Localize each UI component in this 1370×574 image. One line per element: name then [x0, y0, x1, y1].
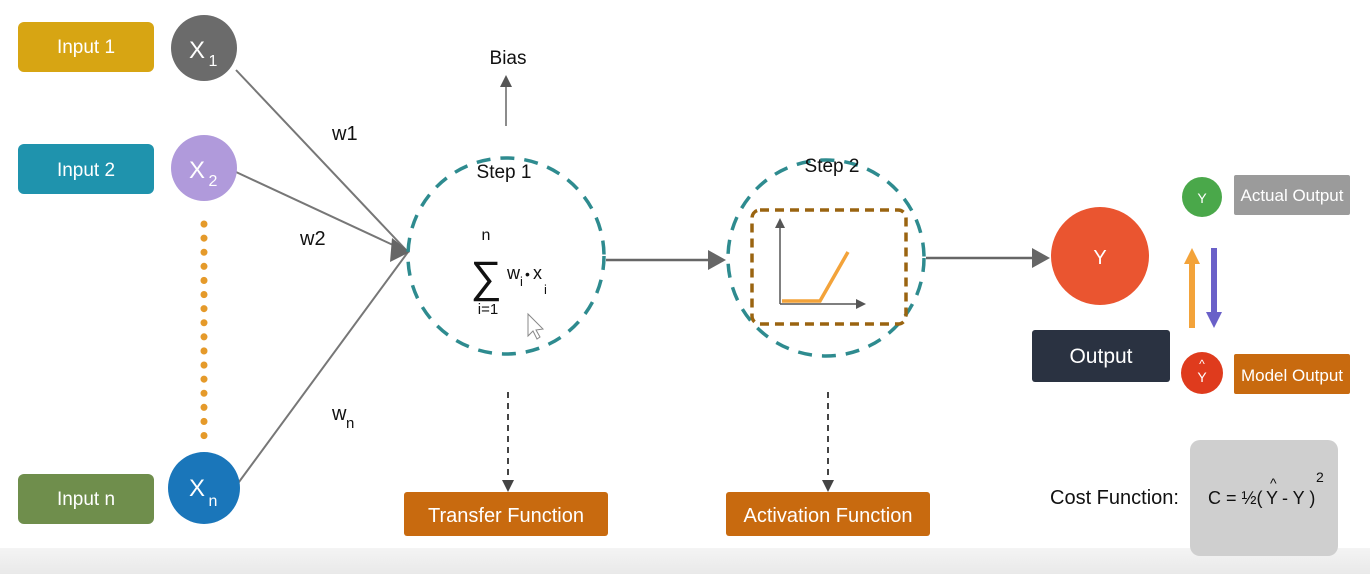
- weight-label-wn: w n: [331, 403, 354, 432]
- output-box: Output: [1032, 330, 1170, 382]
- svg-text:Y: Y: [1197, 369, 1207, 385]
- input-box-1: Input 1: [18, 22, 154, 72]
- cursor-icon: [527, 312, 545, 340]
- weight-line-n: [235, 251, 409, 487]
- svg-text:n: n: [482, 227, 491, 244]
- bias-label: Bias: [490, 48, 527, 69]
- input-box-n: Input n: [18, 474, 154, 524]
- model-output-node: ^ Y: [1181, 352, 1223, 394]
- feedback-down-arrow: [1206, 248, 1222, 328]
- actual-output-node: Y: [1182, 177, 1222, 217]
- node-x1: X 1: [171, 15, 237, 81]
- feedback-up-arrow: [1184, 248, 1200, 328]
- bottom-strip: [0, 548, 1370, 574]
- step2-title: Step 2: [805, 156, 860, 177]
- svg-text:X: X: [189, 157, 205, 184]
- actual-output-box: Actual Output: [1234, 175, 1350, 215]
- svg-text:∑: ∑: [470, 253, 501, 302]
- output-node: Y: [1051, 207, 1149, 305]
- weight-label-w2: w2: [299, 228, 326, 250]
- svg-text:i=1: i=1: [478, 301, 498, 318]
- node-x2: X 2: [171, 135, 237, 201]
- svg-text:Model Output: Model Output: [1241, 366, 1343, 385]
- svg-text:X: X: [189, 37, 205, 64]
- weight-line-2: [235, 171, 409, 253]
- sum-formula: n ∑ i=1 w i • x i: [470, 227, 547, 318]
- svg-text:Transfer Function: Transfer Function: [428, 505, 584, 527]
- svg-text:1: 1: [209, 53, 218, 70]
- svg-text:i: i: [544, 282, 547, 297]
- activation-function-box: Activation Function: [726, 492, 930, 536]
- svg-text:w: w: [506, 263, 521, 283]
- svg-text:w: w: [331, 403, 347, 425]
- svg-text:2: 2: [209, 173, 218, 190]
- svg-text:x: x: [533, 263, 542, 283]
- cost-function-label: Cost Function:: [1050, 487, 1179, 509]
- svg-text:C = ½(: C = ½(: [1208, 488, 1263, 508]
- activation-graph-box: [750, 208, 908, 326]
- weight-label-w1: w1: [331, 123, 358, 145]
- svg-text:i: i: [520, 274, 523, 289]
- weights-arrowhead: [390, 238, 410, 262]
- svg-text:Output: Output: [1069, 345, 1132, 368]
- svg-text:Activation Function: Activation Function: [744, 505, 913, 527]
- svg-text:Y: Y: [1197, 190, 1207, 206]
- svg-text:•: •: [525, 266, 530, 282]
- step1-title: Step 1: [477, 162, 532, 183]
- step1-circle: [406, 156, 606, 356]
- cost-formula-box: C = ½( ^ Y - Y ) 2: [1190, 440, 1338, 556]
- node-xn: X n: [168, 452, 240, 524]
- svg-text:Y: Y: [1093, 247, 1106, 269]
- input-label-2: Input 2: [57, 160, 115, 181]
- svg-text:^: ^: [1270, 475, 1277, 491]
- transfer-function-box: Transfer Function: [404, 492, 608, 536]
- svg-text:2: 2: [1316, 469, 1324, 485]
- step2-circle: [726, 158, 926, 358]
- input-label-n: Input n: [57, 489, 115, 510]
- model-output-box: Model Output: [1234, 354, 1350, 394]
- svg-text:X: X: [189, 475, 205, 502]
- svg-text:n: n: [346, 415, 354, 432]
- svg-text:- Y ): - Y ): [1282, 488, 1315, 508]
- weight-line-1: [235, 69, 409, 253]
- input-box-2: Input 2: [18, 144, 154, 194]
- svg-text:Y: Y: [1266, 488, 1278, 508]
- input-label-1: Input 1: [57, 37, 115, 58]
- svg-text:^: ^: [1199, 357, 1205, 371]
- svg-text:Actual Output: Actual Output: [1240, 186, 1343, 205]
- svg-text:n: n: [209, 493, 218, 510]
- relu-graph: [775, 218, 866, 309]
